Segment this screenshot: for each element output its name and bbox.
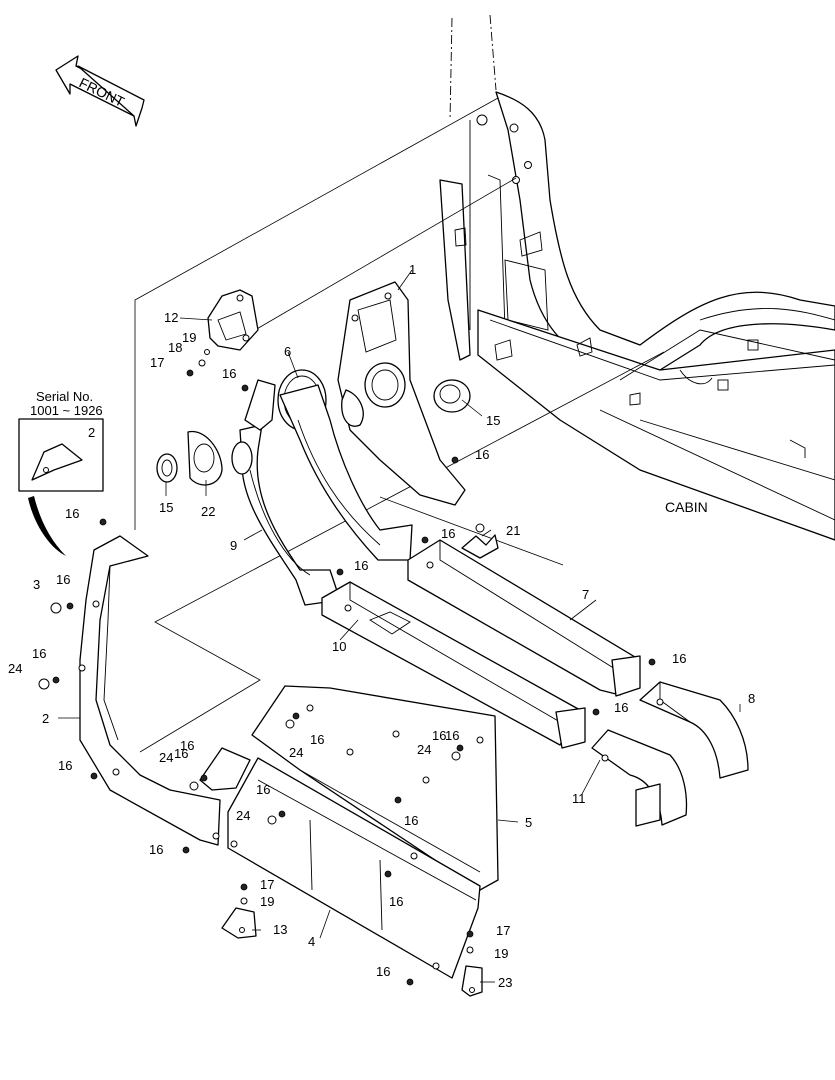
callout-16-a: 16	[222, 366, 236, 381]
callout-23: 23	[498, 975, 512, 990]
callout-2: 2	[42, 711, 49, 726]
callout-16-l: 16	[256, 782, 270, 797]
duct-bracket-1	[337, 281, 466, 506]
callout-9: 9	[230, 538, 237, 553]
callout-18: 18	[168, 340, 182, 355]
callout-22: 22	[201, 504, 215, 519]
inset-title: Serial No.	[36, 389, 93, 404]
callout-17-c: 17	[496, 923, 510, 938]
elbow-8	[639, 681, 749, 779]
callout-10: 10	[332, 639, 346, 654]
callout-16-o: 16	[389, 894, 403, 909]
callout-16-h: 16	[58, 758, 72, 773]
callout-16-n: 16	[149, 842, 163, 857]
callout-16-s: 16	[432, 728, 446, 743]
callout-15-right: 15	[486, 413, 500, 428]
callout-16-r: 16	[376, 964, 390, 979]
callout-16-p: 16	[672, 651, 686, 666]
adapter-22	[187, 430, 223, 486]
callout-16-c: 16	[441, 526, 455, 541]
callout-16-m: 16	[404, 813, 418, 828]
callout-24-a: 24	[8, 661, 22, 676]
callout-11: 11	[572, 791, 586, 806]
callout-16-e: 16	[65, 506, 79, 521]
inset-serial-range: 1001 ~ 1926	[30, 403, 103, 418]
grommet-15-right	[433, 379, 471, 413]
callout-24-e: 24	[236, 808, 250, 823]
callout-16-q: 16	[614, 700, 628, 715]
callout-1: 1	[409, 262, 416, 277]
callout-labels: 1 2 3 4 5 6 7 8 9 10 11 12 13 15 15 16 1…	[8, 262, 755, 990]
callout-24-b: 24	[159, 750, 173, 765]
callout-17-a: 17	[150, 355, 164, 370]
callout-21: 21	[506, 523, 520, 538]
grommet-15-left	[156, 453, 178, 483]
panel-5	[251, 685, 499, 891]
bracket-23	[461, 965, 483, 997]
front-arrow: FRONT	[55, 55, 145, 127]
duct-7	[407, 539, 641, 697]
bracket-12	[207, 289, 259, 351]
callout-16-t: 16	[174, 746, 188, 761]
callout-3: 3	[33, 577, 40, 592]
callout-leaders	[58, 269, 741, 983]
fasteners	[38, 349, 656, 986]
callout-16-d: 16	[354, 558, 368, 573]
callout-4: 4	[308, 934, 315, 949]
callout-17-b: 17	[260, 877, 274, 892]
duct-9-second	[279, 384, 413, 561]
callout-5: 5	[525, 815, 532, 830]
callout-24-d: 24	[417, 742, 431, 757]
callout-24-c: 24	[289, 745, 303, 760]
callout-16-b: 16	[475, 447, 489, 462]
bracket-21	[461, 523, 499, 559]
callout-19-a: 19	[182, 330, 196, 345]
callout-8: 8	[748, 691, 755, 706]
callout-16-g: 16	[32, 646, 46, 661]
callout-16-f: 16	[56, 572, 70, 587]
callout-7: 7	[582, 587, 589, 602]
elbow-11	[591, 729, 688, 827]
bracket-13	[221, 907, 257, 939]
callout-16-i: 16	[180, 738, 194, 753]
callout-13: 13	[273, 922, 287, 937]
cabin-label: CABIN	[665, 499, 708, 515]
callout-6: 6	[284, 344, 291, 359]
duct-9	[231, 379, 341, 606]
serial-inset: Serial No. 1001 ~ 1926 2	[18, 389, 104, 556]
bracket-mid	[199, 747, 251, 791]
callout-19-c: 19	[494, 946, 508, 961]
callout-16-j: 16	[310, 732, 324, 747]
callout-16-k: 16	[445, 728, 459, 743]
callout-19-b: 19	[260, 894, 274, 909]
callout-12: 12	[164, 310, 178, 325]
panel-4	[227, 757, 481, 979]
side-panel-2	[78, 535, 221, 846]
duct-10	[321, 581, 586, 749]
assembly-leaders	[134, 97, 665, 753]
callout-15-left: 15	[159, 500, 173, 515]
cabin-frame: CABIN	[439, 14, 835, 541]
inset-part-label: 2	[88, 425, 95, 440]
